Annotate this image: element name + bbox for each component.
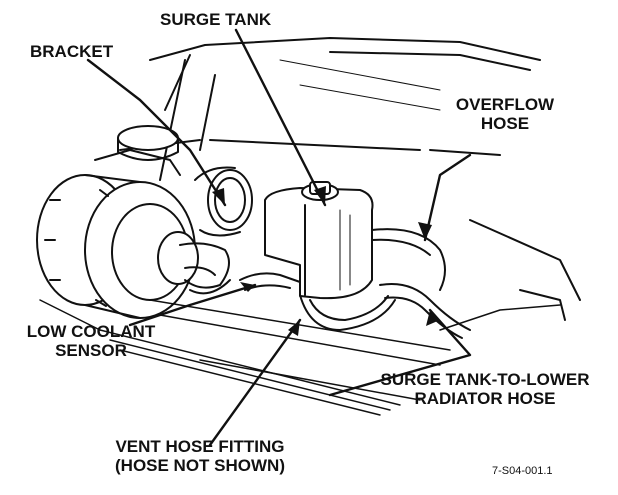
bracket-rings	[194, 166, 253, 237]
intake-duct	[179, 242, 231, 295]
label-low-coolant-line2: SENSOR	[55, 341, 127, 360]
label-surge-tank-to-lower-radiator-hose: SURGE TANK-TO-LOWER RADIATOR HOSE	[370, 370, 600, 408]
filler-cap	[117, 125, 179, 161]
label-bracket: BRACKET	[30, 42, 114, 61]
label-vent-hose-line1: VENT HOSE FITTING	[115, 437, 285, 456]
arrow-heads	[212, 186, 440, 336]
label-vent-hose-line2: (HOSE NOT SHOWN)	[115, 456, 285, 475]
label-surge-lower-line2: RADIATOR HOSE	[414, 389, 556, 408]
windshield-frame	[149, 37, 541, 181]
label-low-coolant-sensor: LOW COOLANT SENSOR	[2, 322, 180, 360]
radiator-slats	[39, 299, 561, 416]
label-surge-lower-line1: SURGE TANK-TO-LOWER	[380, 370, 590, 389]
surge-tank	[264, 181, 374, 300]
label-low-coolant-line1: LOW COOLANT	[26, 322, 156, 341]
label-surge-tank: SURGE TANK	[160, 10, 272, 29]
label-overflow-hose-line1: OVERFLOW	[455, 95, 555, 114]
label-vent-hose-fitting: VENT HOSE FITTING (HOSE NOT SHOWN)	[95, 437, 305, 475]
cowl-panel	[94, 139, 581, 321]
label-overflow-hose-line2: HOSE	[480, 114, 530, 133]
figure-id: 7-S04-001.1	[492, 465, 553, 477]
air-cleaner	[36, 174, 199, 319]
label-overflow-hose: OVERFLOW HOSE	[445, 95, 565, 133]
leader-lines	[86, 28, 472, 447]
